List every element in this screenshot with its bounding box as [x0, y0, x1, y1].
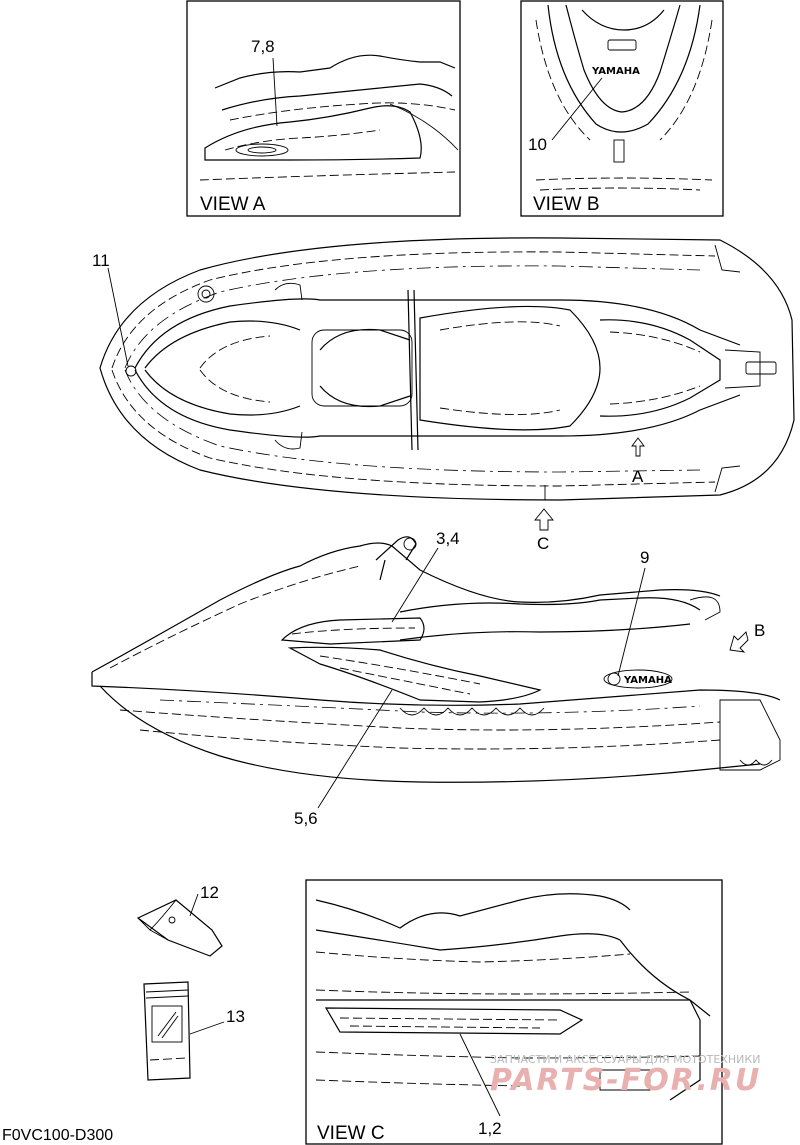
- leader-11: [107, 267, 129, 367]
- leader-10: [551, 77, 603, 141]
- leader-1-2: [459, 1033, 501, 1117]
- leader-3-4: [391, 547, 439, 623]
- view-c-label: VIEW C: [317, 1123, 385, 1144]
- callout-12: 12: [200, 883, 219, 902]
- arrow-c-icon: [534, 508, 554, 531]
- callout-10: 10: [528, 135, 547, 154]
- callout-1-2: 1,2: [478, 1119, 502, 1138]
- view-c-panel: 1,2 VIEW C: [305, 879, 723, 1145]
- marker-c: C: [537, 534, 549, 553]
- side-view-hull: YAMAHA 3,4 9 5,6 B: [91, 529, 781, 828]
- leader-12: [189, 893, 199, 917]
- view-a-frame: [186, 0, 461, 217]
- item-13-holder: 13: [143, 981, 245, 1081]
- watermark-tagline: ЗАПЧАСТИ И АКСЕССУАРЫ ДЛЯ МОТОТЕХНИКИ: [490, 1053, 760, 1066]
- view-b-frame: [520, 0, 724, 217]
- callout-11: 11: [92, 251, 110, 270]
- view-a-label: VIEW A: [200, 194, 266, 215]
- leader-5-6: [317, 689, 393, 809]
- view-a-panel: 7,8 VIEW A: [186, 0, 461, 217]
- leader-13: [189, 1021, 225, 1035]
- arrow-a-icon: [631, 437, 645, 457]
- callout-3-4: 3,4: [436, 529, 460, 548]
- watermark-brand: PARTS-FOR.RU: [490, 1063, 761, 1098]
- top-view-hull: 11 A C: [92, 237, 795, 553]
- leader-9: [617, 567, 646, 677]
- arrow-b-icon: [729, 631, 749, 653]
- leader-7-8: [272, 57, 278, 127]
- view-b-label: VIEW B: [533, 194, 600, 215]
- marker-b: B: [754, 621, 765, 640]
- marker-a: A: [632, 467, 644, 486]
- yamaha-logo-decal-b: YAMAHA: [591, 66, 640, 77]
- view-c-frame: [305, 879, 723, 1145]
- yamaha-logo-decal-side: YAMAHA: [623, 675, 672, 686]
- callout-13: 13: [226, 1007, 245, 1026]
- view-b-panel: YAMAHA 10 VIEW B: [520, 0, 724, 217]
- diagram-code: F0VC100-D300: [2, 1127, 113, 1144]
- item-12-pouch: 12: [136, 883, 223, 957]
- callout-9: 9: [640, 548, 649, 567]
- callout-7-8: 7,8: [251, 37, 275, 56]
- callout-5-6: 5,6: [294, 809, 318, 828]
